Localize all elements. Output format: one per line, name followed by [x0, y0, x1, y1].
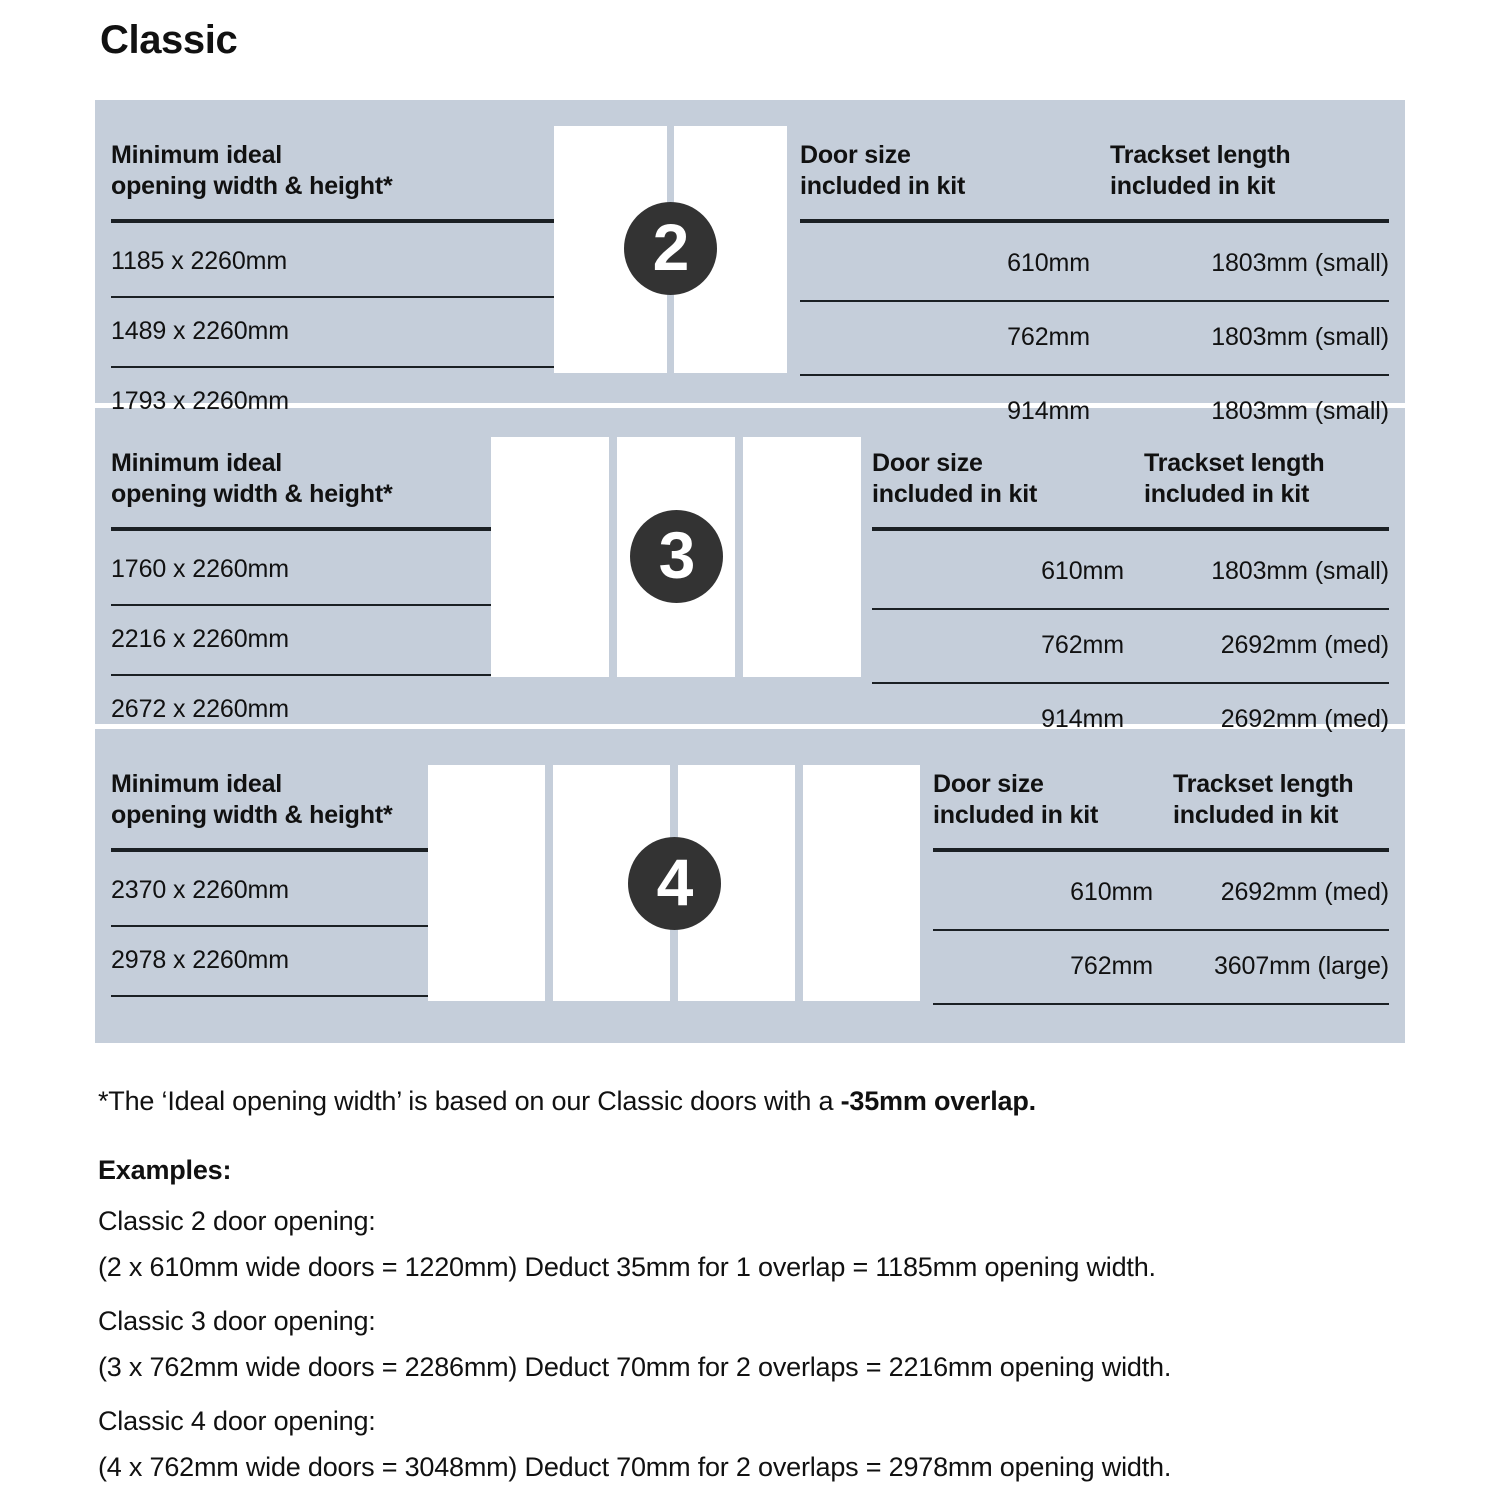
door-panel — [803, 765, 920, 1001]
row-rule — [111, 366, 561, 368]
opening-size-header: Minimum ideal opening width & height* — [111, 141, 393, 200]
panel-section-divider — [95, 403, 1405, 408]
header-rule — [111, 527, 496, 531]
section-4-door: Minimum ideal opening width & height* 23… — [95, 729, 1405, 1043]
footnote-emphasis: -35mm overlap. — [840, 1086, 1036, 1116]
door-size-header: Door size included in kit — [872, 449, 1038, 508]
kit-details-columns: Door size included in kit Trackset lengt… — [872, 408, 1389, 734]
door-size-value: 914mm — [1007, 397, 1090, 425]
door-size-header: Door size included in kit — [933, 770, 1099, 829]
row-rule — [800, 300, 1389, 302]
row-rule — [872, 682, 1389, 684]
row-rule — [872, 608, 1389, 610]
kit-details-columns: Door size included in kit Trackset lengt… — [800, 100, 1389, 426]
header-rule — [933, 848, 1389, 852]
opening-size-value: 1793 x 2260mm — [111, 387, 289, 415]
specification-panel: Minimum ideal opening width & height* 11… — [95, 100, 1405, 1043]
door-panel — [743, 437, 861, 677]
door-diagram-4 — [428, 765, 920, 1001]
overlap-footnote: *The ‘Ideal opening width’ is based on o… — [98, 1086, 1036, 1117]
examples-heading: Examples: — [98, 1155, 232, 1185]
page-title: Classic — [100, 18, 238, 62]
opening-size-column: Minimum ideal opening width & height* 17… — [111, 408, 496, 722]
row-rule — [933, 1003, 1389, 1005]
row-rule — [111, 296, 561, 298]
opening-size-column: Minimum ideal opening width & height* 11… — [111, 100, 561, 414]
example-line: Classic 2 door opening: — [98, 1206, 376, 1236]
trackset-value: 2692mm (med) — [1220, 705, 1389, 733]
footnote-text: *The ‘Ideal opening width’ is based on o… — [98, 1086, 841, 1116]
header-rule — [872, 527, 1389, 531]
door-size-value: 610mm — [1041, 557, 1124, 585]
row-rule — [111, 604, 496, 606]
row-rule — [111, 925, 431, 927]
row-rule — [800, 374, 1389, 376]
header-rule — [800, 219, 1389, 223]
section-3-door: Minimum ideal opening width & height* 17… — [95, 408, 1405, 733]
trackset-value: 1803mm (small) — [1211, 557, 1389, 585]
example-line: Classic 3 door opening: — [98, 1306, 376, 1336]
opening-size-value: 2370 x 2260mm — [111, 876, 289, 904]
door-size-value: 610mm — [1070, 878, 1153, 906]
example-line: (4 x 762mm wide doors = 3048mm) Deduct 7… — [98, 1452, 1172, 1482]
door-count-badge: 2 — [624, 202, 717, 295]
opening-size-header: Minimum ideal opening width & height* — [111, 770, 393, 829]
opening-size-value: 1185 x 2260mm — [111, 247, 288, 275]
row-rule — [111, 995, 431, 997]
opening-size-value: 1489 x 2260mm — [111, 317, 289, 345]
trackset-value: 2692mm (med) — [1220, 631, 1389, 659]
door-size-value: 762mm — [1041, 631, 1124, 659]
trackset-value: 3607mm (large) — [1213, 952, 1389, 980]
trackset-header: Trackset length included in kit — [1110, 141, 1291, 200]
opening-size-value: 2672 x 2260mm — [111, 695, 289, 723]
header-rule — [111, 219, 561, 223]
opening-size-value: 2216 x 2260mm — [111, 625, 289, 653]
door-size-header: Door size included in kit — [800, 141, 966, 200]
door-size-value: 762mm — [1007, 323, 1090, 351]
trackset-value: 1803mm (small) — [1211, 397, 1389, 425]
row-rule — [933, 929, 1389, 931]
trackset-header: Trackset length included in kit — [1173, 770, 1354, 829]
opening-size-value: 2978 x 2260mm — [111, 946, 289, 974]
door-size-value: 610mm — [1007, 249, 1090, 277]
door-size-value: 762mm — [1070, 952, 1153, 980]
door-panel — [428, 765, 545, 1001]
trackset-value: 1803mm (small) — [1211, 249, 1389, 277]
example-line: Classic 4 door opening: — [98, 1406, 376, 1436]
door-count-badge: 4 — [628, 837, 721, 930]
example-line: (2 x 610mm wide doors = 1220mm) Deduct 3… — [98, 1252, 1156, 1282]
trackset-header: Trackset length included in kit — [1144, 449, 1325, 508]
example-line: (3 x 762mm wide doors = 2286mm) Deduct 7… — [98, 1352, 1172, 1382]
header-rule — [111, 848, 431, 852]
opening-size-value: 1760 x 2260mm — [111, 555, 289, 583]
section-2-door: Minimum ideal opening width & height* 11… — [95, 100, 1405, 425]
row-rule — [111, 674, 496, 676]
trackset-value: 2692mm (med) — [1220, 878, 1389, 906]
trackset-value: 1803mm (small) — [1211, 323, 1389, 351]
door-size-value: 914mm — [1041, 705, 1124, 733]
opening-size-column: Minimum ideal opening width & height* 23… — [111, 729, 431, 997]
opening-size-header: Minimum ideal opening width & height* — [111, 449, 393, 508]
door-count-badge: 3 — [630, 510, 723, 603]
door-panel — [491, 437, 609, 677]
panel-section-divider — [95, 724, 1405, 729]
kit-details-columns: Door size included in kit Trackset lengt… — [933, 729, 1389, 1005]
